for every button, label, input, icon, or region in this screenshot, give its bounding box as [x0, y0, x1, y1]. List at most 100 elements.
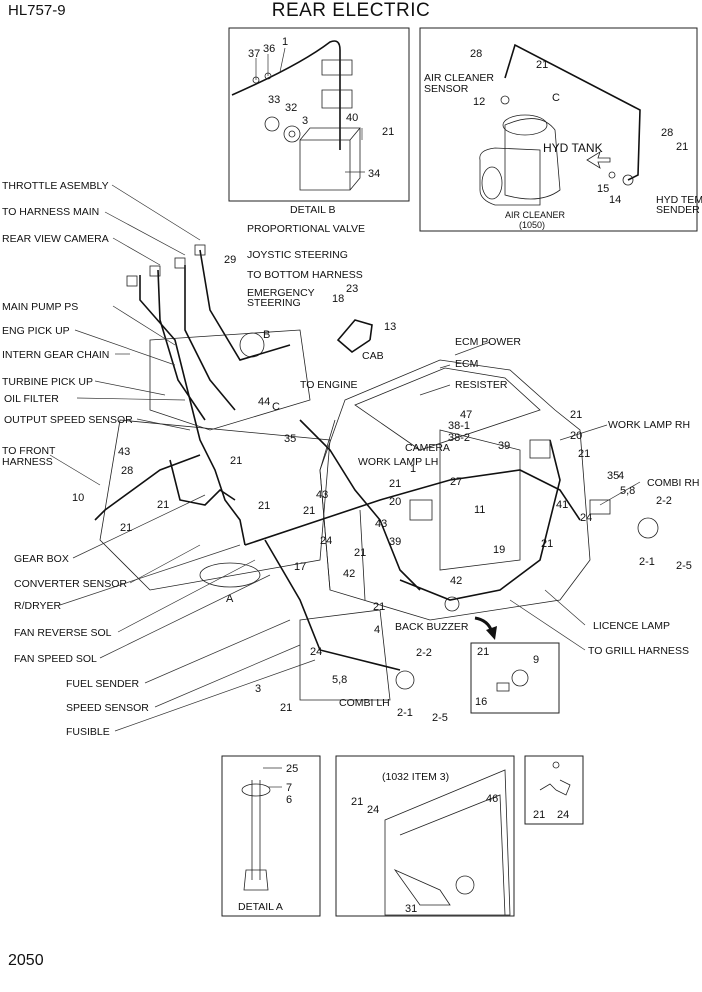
clamp-num: 24	[557, 809, 569, 821]
detail-b-num: 36	[263, 43, 275, 55]
left-labels: THROTTLE ASEMBLY TO HARNESS MAIN REAR VI…	[2, 180, 149, 738]
inset-box-small	[470, 642, 560, 714]
callout-num: 3	[255, 683, 261, 695]
callout-label: REAR VIEW CAMERA	[2, 233, 109, 245]
wire-harness	[94, 244, 659, 690]
callout-label: FUEL SENDER	[66, 678, 140, 690]
callout-label: CAMERA	[405, 442, 450, 454]
callout-num: 24	[310, 646, 322, 658]
item3-num: 31	[405, 903, 417, 915]
main-numbers: 29 18 23 13 B 44 C 35 43 28 10 21 21 21 …	[72, 254, 692, 724]
callout-num: 39	[389, 536, 401, 548]
callout-label: INTERN GEAR CHAIN	[2, 349, 109, 361]
callout-num: 21	[354, 547, 366, 559]
mid-labels: PROPORTIONAL VALVE JOYSTIC STEERING TO B…	[247, 223, 700, 709]
callout-num: 2-5	[432, 712, 448, 724]
callout-label: OIL FILTER	[4, 393, 59, 405]
callout-label: CONVERTER SENSOR	[14, 578, 127, 590]
item3-num: 46	[486, 793, 498, 805]
callout-num: 21	[570, 409, 582, 421]
callout-num: 2-2	[656, 495, 672, 507]
callout-label: HARNESS	[2, 456, 53, 468]
callout-num: 20	[570, 430, 582, 442]
callout-label: BACK BUZZER	[395, 621, 469, 633]
callout-num: 18	[332, 293, 344, 305]
callout-label: STEERING	[247, 297, 301, 309]
callout-num: 5,8	[332, 674, 347, 686]
callout-label: FAN SPEED SOL	[14, 653, 97, 665]
air-label: SENSOR	[424, 83, 469, 95]
callout-num: 43	[316, 489, 328, 501]
callout-num: 21	[373, 601, 385, 613]
detail-b-num: 3	[302, 115, 308, 127]
callout-num: 10	[72, 492, 84, 504]
air-num: C	[552, 92, 560, 104]
callout-num: 4	[618, 470, 624, 482]
callout-num: 21	[230, 455, 242, 467]
callout-num: 42	[450, 575, 462, 587]
callout-label: TURBINE PICK UP	[2, 376, 93, 388]
item3-num: 21	[351, 796, 363, 808]
callout-num: 35	[284, 433, 296, 445]
callout-num: A	[226, 593, 234, 605]
callout-label: EMERGENCY	[247, 287, 315, 299]
callout-label: LICENCE LAMP	[593, 620, 670, 632]
callout-num: 38-1	[448, 420, 470, 432]
callout-num: 21	[280, 702, 292, 714]
callout-num: 2-5	[676, 560, 692, 572]
detail-b-panel: 37 36 1 33 32 3 40 21 34 DETAIL B	[228, 27, 410, 216]
detail-a-num: 7	[286, 782, 292, 794]
callout-num: 21	[157, 499, 169, 511]
callout-num: 13	[384, 321, 396, 333]
model-number: HL757-9	[8, 2, 66, 19]
callout-label: COMBI RH	[647, 477, 700, 489]
air-num: 21	[676, 141, 688, 153]
callout-num: 47	[460, 409, 472, 421]
callout-label: FAN REVERSE SOL	[14, 627, 112, 639]
callout-num: 44	[258, 396, 270, 408]
callout-num: 43	[375, 518, 387, 530]
machine-body	[99, 329, 591, 701]
callout-num: 21	[303, 505, 315, 517]
detail-a-panel: 25 7 6 DETAIL A	[221, 755, 321, 917]
callout-label: TO HARNESS MAIN	[2, 206, 99, 218]
callout-label: OUTPUT SPEED SENSOR	[4, 414, 133, 426]
callout-label: GEAR BOX	[14, 553, 69, 565]
callout-num: 16	[475, 696, 487, 708]
callout-num: 42	[343, 568, 355, 580]
callout-num: 23	[346, 283, 358, 295]
callout-num: 19	[493, 544, 505, 556]
air-label: AIR CLEANER	[505, 210, 566, 220]
callout-num: 28	[121, 465, 133, 477]
callout-label: ENG PICK UP	[2, 325, 70, 337]
callout-label: FUSIBLE	[66, 726, 110, 738]
callout-num: 2-1	[397, 707, 413, 719]
callout-num: 29	[224, 254, 236, 266]
detail-a-num: 6	[286, 794, 292, 806]
page-title: REAR ELECTRIC	[271, 0, 431, 21]
callout-label: WORK LAMP LH	[358, 456, 438, 468]
air-num: 28	[661, 127, 673, 139]
detail-a-caption: DETAIL A	[238, 901, 283, 913]
callout-label: TO ENGINE	[300, 379, 358, 391]
clamp-num: 21	[533, 809, 545, 821]
callout-label: THROTTLE ASEMBLY	[2, 180, 109, 192]
callout-label: RESISTER	[455, 379, 508, 391]
callout-num: 43	[118, 446, 130, 458]
clamp-panel: 21 24	[524, 755, 584, 825]
detail-b-num: 21	[382, 126, 394, 138]
callout-label: COMBI LH	[339, 697, 390, 709]
callout-num: B	[263, 329, 270, 341]
page-number: 2050	[8, 952, 44, 969]
detail-b-caption: DETAIL B	[290, 204, 336, 216]
callout-num: 1	[410, 463, 416, 475]
callout-label: WORK LAMP RH	[608, 419, 690, 431]
item3-caption: (1032 ITEM 3)	[382, 771, 449, 783]
callout-label: ECM	[455, 358, 478, 370]
callout-num: 27	[450, 476, 462, 488]
callout-num: C	[272, 401, 280, 413]
callout-num: 4	[374, 624, 380, 636]
callout-num: 21	[389, 478, 401, 490]
callout-num: 21	[541, 538, 553, 550]
callout-label: TO GRILL HARNESS	[588, 645, 689, 657]
